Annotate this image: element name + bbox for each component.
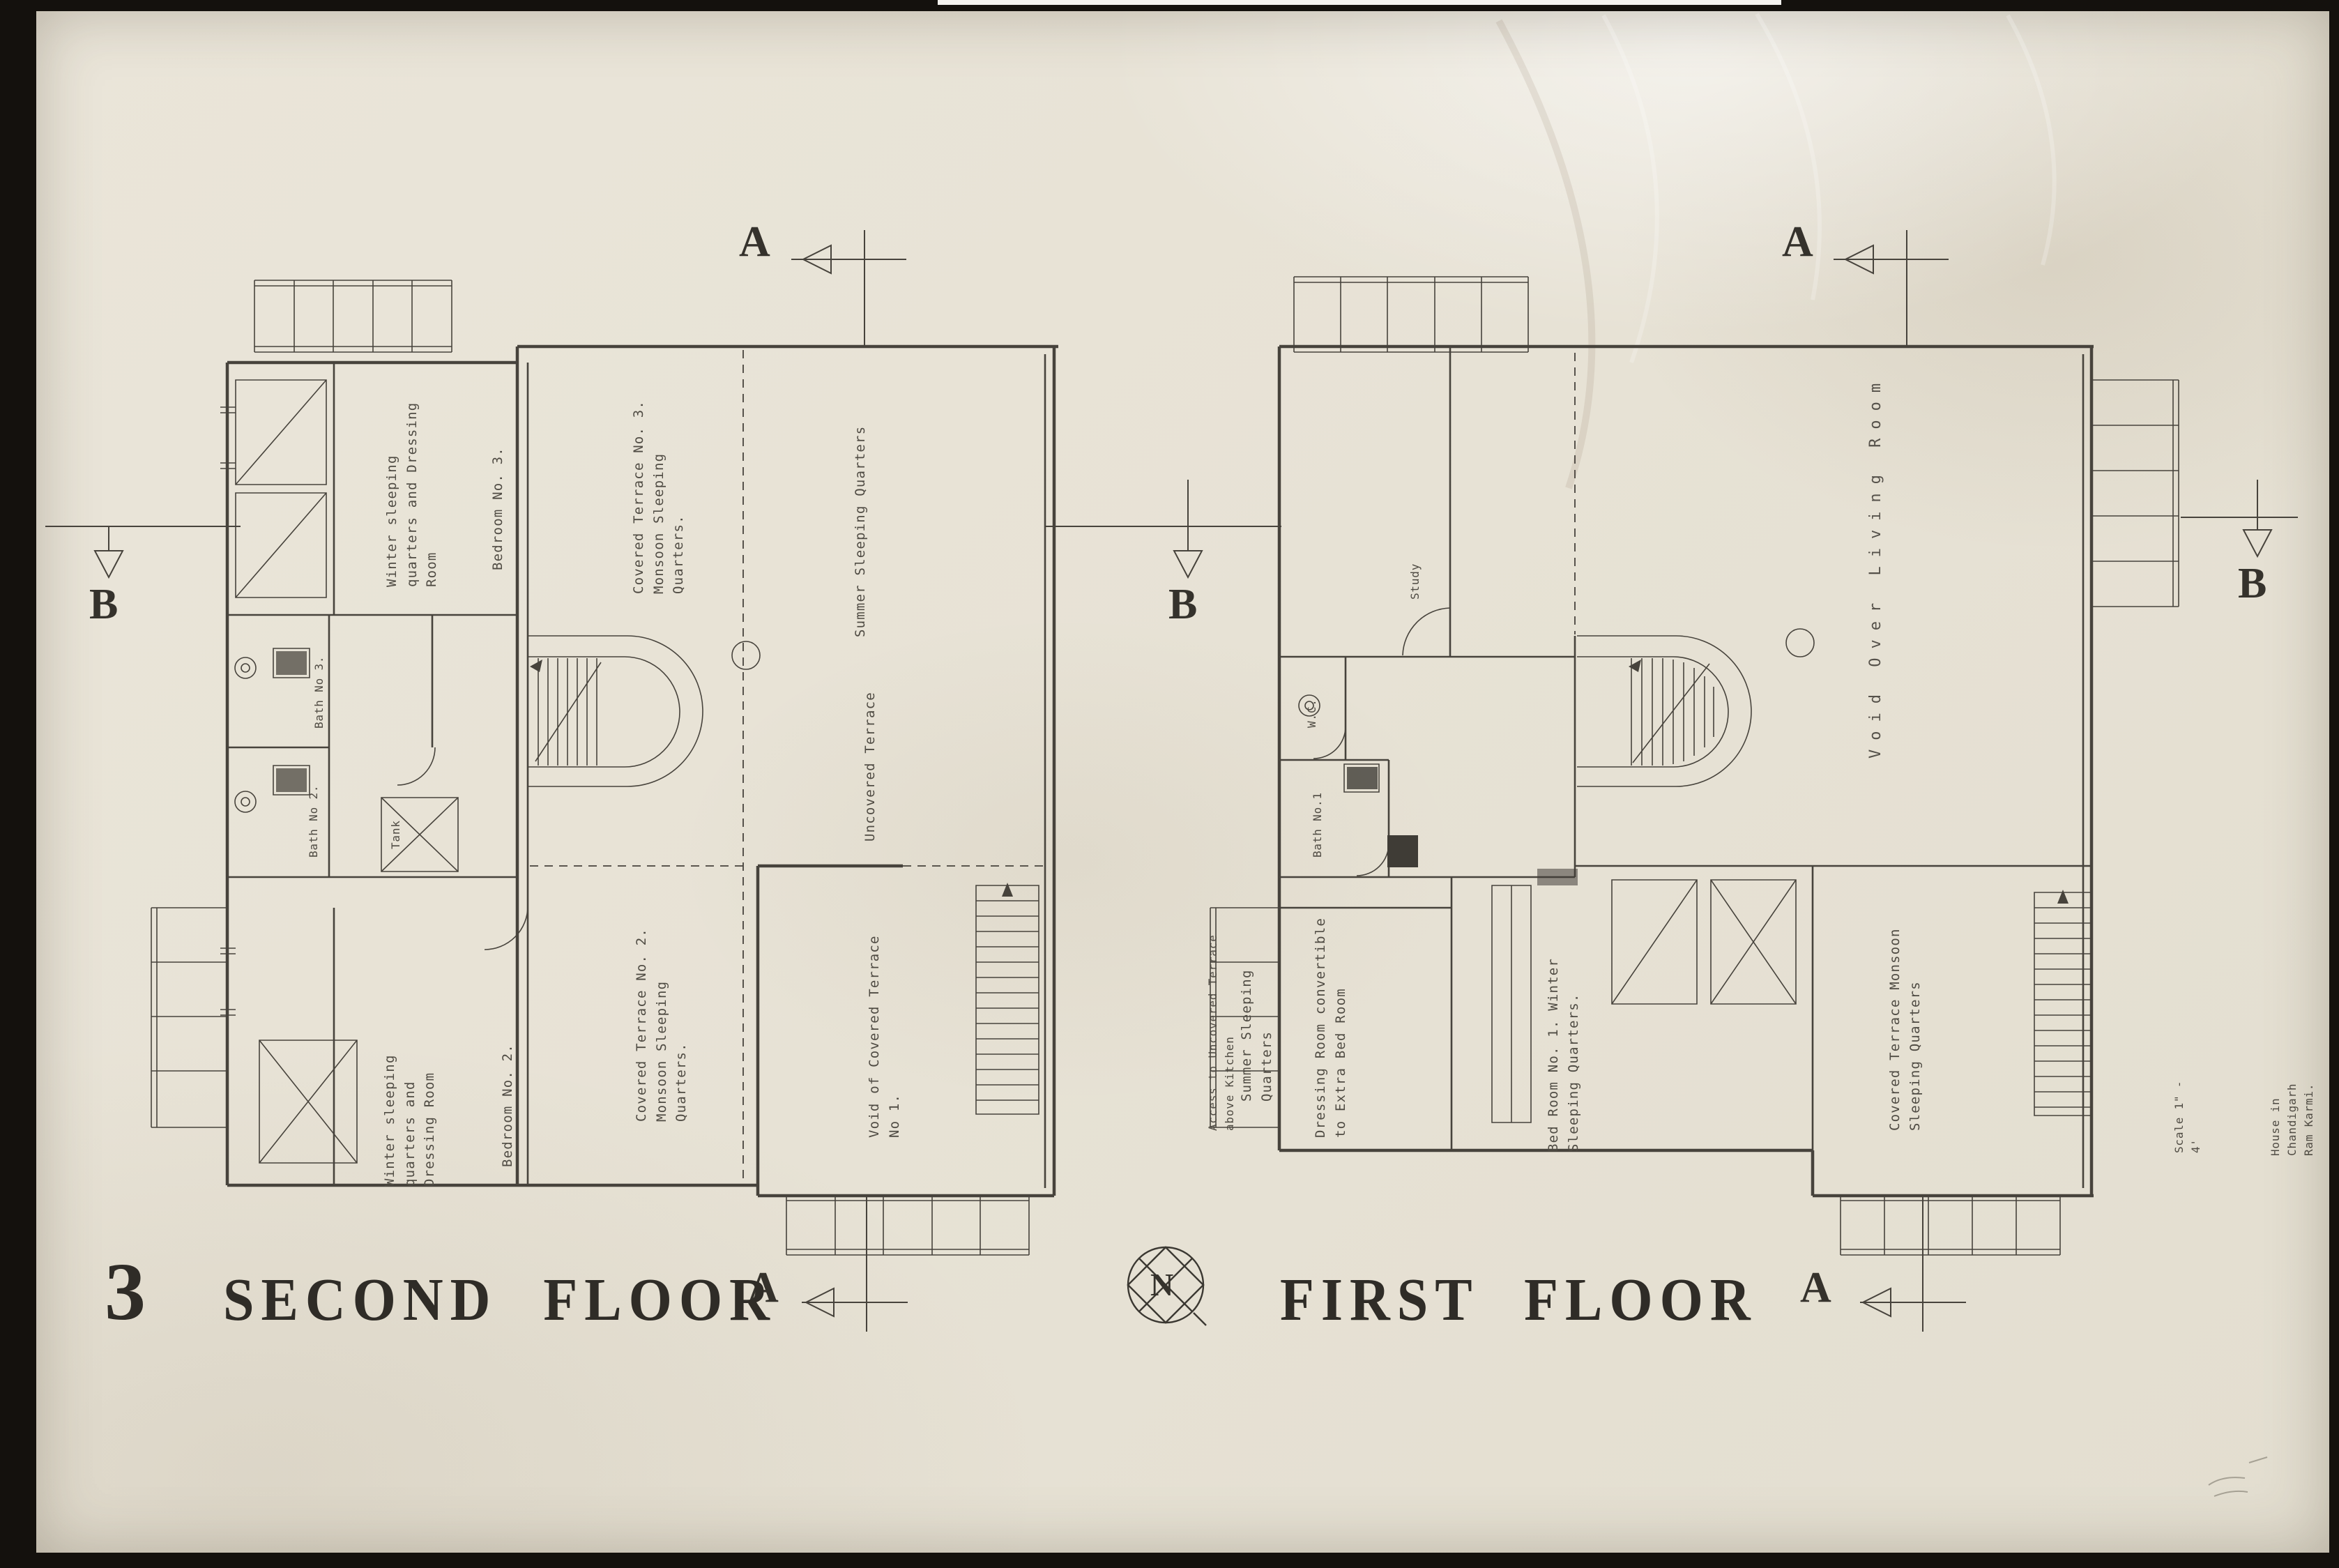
- label-sf-void-terrace-1: Void of Covered Terrace No 1.: [867, 935, 902, 1138]
- project-note-line2: Ram Karmi.: [2302, 1083, 2315, 1156]
- label-sf-covered-terrace-2: Covered Terrace No. 2. Monsoon Sleeping …: [634, 927, 689, 1122]
- scan-edge: [938, 0, 1781, 5]
- pencil-scribbles: [2208, 1456, 2268, 1497]
- label-sf-bedroom-2: Bedroom No. 2.: [500, 1044, 515, 1167]
- project-note-line1: House in Chandigarh: [2269, 1083, 2299, 1156]
- section-cut-lines: [45, 230, 2298, 1332]
- project-note: House in Chandigarh Ram Karmi.: [2267, 1027, 2317, 1156]
- label-ff-study: Study: [1408, 563, 1422, 600]
- paper-background: [36, 11, 2329, 1553]
- label-ff-access-kitchen: Access to Uncovered Terrace above Kitche…: [1206, 934, 1236, 1131]
- north-arrow-icon: [1127, 1246, 1207, 1326]
- section-marker-a-top-right: A: [1782, 218, 1813, 266]
- section-marker-b-mid: B: [1168, 581, 1198, 628]
- second-floor-title: SECOND FLOOR: [223, 1267, 777, 1334]
- label-sf-tank: Tank: [389, 820, 402, 849]
- label-sf-winter-quarters-bottom: Winter sleeping quarters and Dressing Ro…: [382, 1054, 437, 1187]
- label-ff-void-over-living: Void Over Living Room: [1867, 374, 1884, 759]
- section-marker-a-bottom-left: A: [747, 1264, 779, 1311]
- first-floor-title: FIRST FLOOR: [1280, 1267, 1758, 1334]
- label-ff-dressing-room: Dressing Room convertible to Extra Bed R…: [1313, 918, 1348, 1138]
- paper-shadow-crease: [1495, 19, 1596, 489]
- label-sf-bedroom-3: Bedroom No. 3.: [490, 447, 505, 570]
- section-marker-a-top-left: A: [739, 218, 770, 266]
- label-ff-covered-terrace: Covered Terrace Monsoon Sleeping Quarter…: [1887, 928, 1923, 1131]
- section-marker-a-bottom-right: A: [1800, 1264, 1831, 1311]
- label-sf-winter-quarters-top: Winter sleeping quarters and Dressing Ro…: [384, 402, 439, 587]
- scale-note: Scale 1" - 4': [2172, 1080, 2202, 1153]
- first-floor-linework: [1210, 276, 2179, 1256]
- label-sf-covered-terrace-3: Covered Terrace No. 3. Monsoon Sleeping …: [631, 399, 686, 594]
- paper-creases: [1601, 13, 2057, 363]
- label-sf-bath-2: Bath No 2.: [307, 784, 320, 858]
- label-ff-wc: W.C.: [1305, 699, 1318, 728]
- label-sf-summer-sleeping: Summer Sleeping Quarters: [853, 425, 868, 637]
- label-sf-uncovered-terrace: Uncovered Terrace: [862, 692, 878, 842]
- north-label: N: [1150, 1267, 1174, 1302]
- section-marker-b-left: B: [89, 581, 119, 628]
- second-floor-linework: [151, 280, 1058, 1256]
- label-ff-bedroom-1: Bed Room No. 1. Winter Sleeping Quarters…: [1546, 957, 1581, 1152]
- sheet-number: 3: [105, 1246, 146, 1337]
- label-ff-bath-1: Bath No.1: [1311, 792, 1324, 858]
- label-ff-summer-sleeping: Summer Sleeping Quarters: [1239, 969, 1274, 1102]
- section-marker-b-right: B: [2238, 560, 2267, 607]
- label-sf-bath-3: Bath No 3.: [312, 655, 326, 729]
